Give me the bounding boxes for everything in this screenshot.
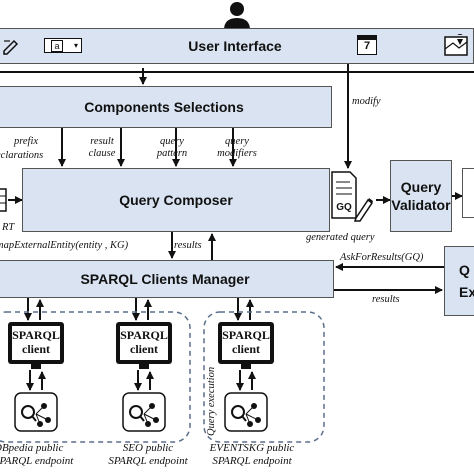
user-icon [224,2,250,30]
query-composer-box: Query Composer [22,168,330,232]
map-icon[interactable] [444,34,468,56]
client-3-stand [241,364,251,369]
generated-query-label: generated query [306,232,375,243]
ask-for-results-label: AskForResults(GQ) [340,252,424,263]
results-up-label: results [174,240,202,251]
map-entity-label: mapExternalEntity(entity , KG) [0,240,129,251]
pencil-icon [353,198,374,222]
sparql-clients-manager-label: SPARQL Clients Manager [80,271,250,287]
client-1-stand [31,364,41,369]
knowledge-graph-icon [122,392,166,432]
knowledge-graph-icon [14,392,58,432]
modify-label: modify [352,96,381,107]
components-selections-box: Components Selections [0,86,332,128]
components-selections-label: Components Selections [84,99,244,115]
user-interface-title: User Interface [188,38,282,54]
query-validator-box: Query Validator [390,160,452,232]
sparql-clients-manager-box: SPARQL Clients Manager [0,260,334,298]
text-field-icon[interactable]: a ▾ [44,38,82,53]
results-right-label: results [372,294,400,305]
calendar-icon[interactable]: 7 [357,35,377,55]
rt-label: RT [2,222,15,233]
client-2-stand [139,364,149,369]
query-execution-label: Query execution [206,366,217,436]
user-interface-bar: User Interface [0,28,474,64]
validator-output-edge [462,168,474,218]
prefix-label: prefix [13,136,39,147]
resource-table-icon [0,188,7,212]
edit-icon[interactable] [2,37,20,55]
query-executor-box: Q Exe [444,246,474,316]
gq-doc-label: GQ [336,202,352,213]
query-executor-label: Q Exe [459,262,474,300]
calendar-day: 7 [363,40,371,52]
generated-query-doc-icon: GQ [330,170,358,220]
knowledge-graph-icon [224,392,268,432]
group-dbpedia-seo [0,311,191,443]
query-validator-label: Query Validator [391,179,451,213]
group-eventskg [203,311,325,443]
query-composer-label: Query Composer [119,192,233,208]
prefix-label-2: eclarations [0,150,44,161]
